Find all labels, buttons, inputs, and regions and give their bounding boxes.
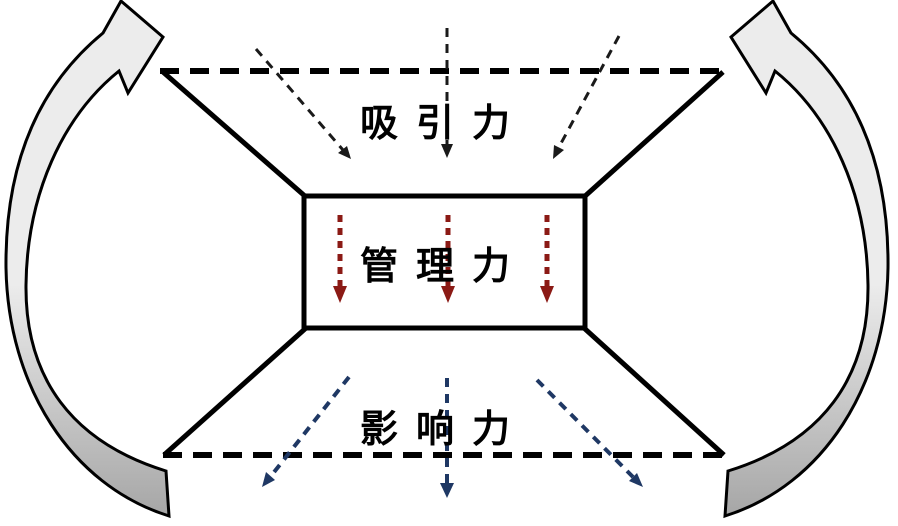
left-cycle-arrow-icon <box>4 0 171 519</box>
funnel-top-left-line <box>161 70 308 199</box>
funnel-outline <box>161 70 726 457</box>
attraction-inflow-arrow-left-icon <box>254 48 351 159</box>
attraction-label: 吸引力 <box>360 103 528 145</box>
attraction-arrows <box>254 28 621 159</box>
boundary-lines <box>160 68 726 458</box>
influence-outflow-arrow-center-icon <box>440 378 454 498</box>
funnel-top-right-line <box>582 70 725 199</box>
influence-arrows <box>262 375 643 498</box>
management-downflow-arrow-right-icon <box>540 215 554 303</box>
attraction-inflow-arrow-right-icon <box>553 35 621 159</box>
management-box <box>301 193 588 331</box>
management-downflow-arrow-center-icon <box>441 215 455 303</box>
management-downflow-arrow-left-icon <box>333 215 347 303</box>
funnel-bottom-left-line <box>162 326 308 457</box>
influence-outflow-arrow-right-icon <box>535 378 643 487</box>
influence-label: 影响力 <box>360 409 528 451</box>
right-cycle-arrow-icon <box>723 0 890 519</box>
management-arrows <box>333 215 554 303</box>
influence-outflow-arrow-left-icon <box>262 375 351 487</box>
management-label: 管理力 <box>360 246 528 288</box>
attraction-inflow-arrow-center-icon <box>441 28 453 158</box>
funnel-bottom-right-line <box>582 326 726 457</box>
